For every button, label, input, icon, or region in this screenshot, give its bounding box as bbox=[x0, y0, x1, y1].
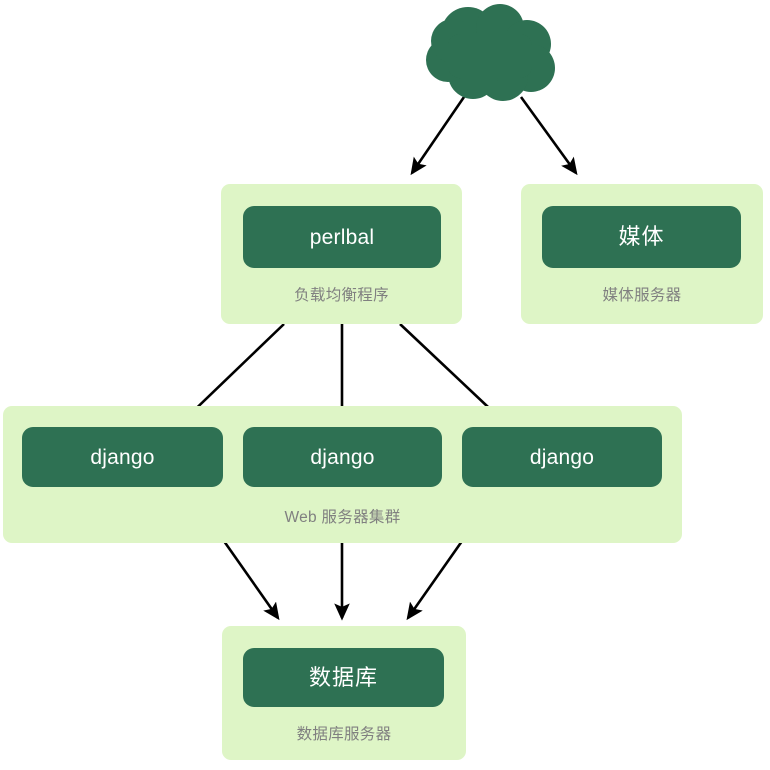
node-django-2[interactable]: django bbox=[243, 427, 442, 487]
node-django-3-label: django bbox=[529, 445, 595, 469]
node-media-label: 媒体 bbox=[618, 224, 665, 249]
group-caption-database: 数据库服务器 bbox=[296, 726, 392, 743]
internet-cloud-icon bbox=[421, 4, 561, 104]
group-caption-load-balancer: 负载均衡程序 bbox=[294, 287, 389, 304]
node-django-1[interactable]: django bbox=[22, 427, 223, 487]
node-database[interactable]: 数据库 bbox=[243, 648, 444, 707]
edge-cloud-to-media bbox=[519, 96, 578, 176]
node-django-1-label: django bbox=[90, 445, 155, 469]
node-perlbal[interactable]: perlbal bbox=[243, 206, 441, 268]
group-caption-web-cluster: Web 服务器集群 bbox=[284, 509, 401, 526]
node-media[interactable]: 媒体 bbox=[542, 206, 741, 268]
node-perlbal-label: perlbal bbox=[309, 225, 375, 249]
edge-cloud-to-perlbal bbox=[410, 96, 466, 176]
node-database-label: 数据库 bbox=[308, 664, 378, 690]
node-django-2-label: django bbox=[310, 445, 375, 469]
group-caption-media: 媒体服务器 bbox=[602, 287, 682, 304]
node-django-3[interactable]: django bbox=[462, 427, 662, 487]
